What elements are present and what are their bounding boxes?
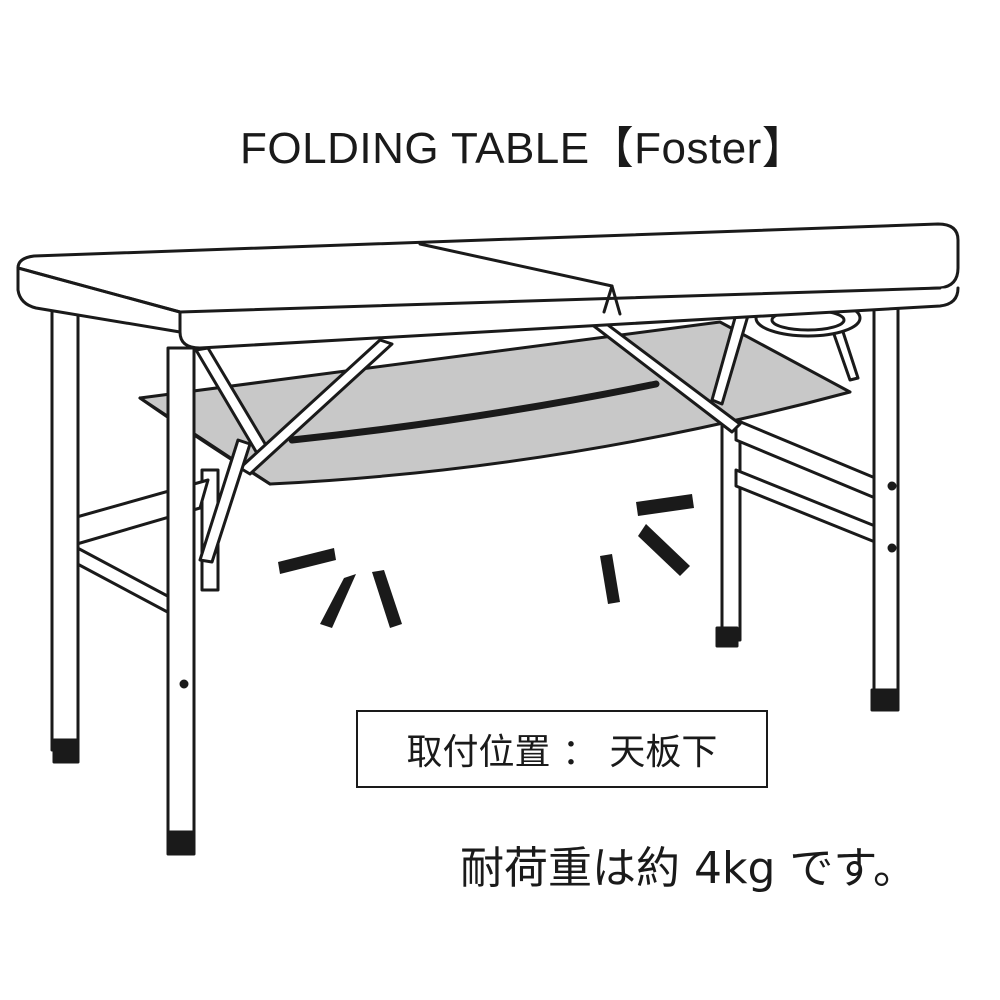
motion-marks (278, 494, 694, 628)
front-middle-leg (166, 346, 196, 856)
front-right-leg (870, 290, 900, 712)
mount-position-label: 取付位置 ： 天板下 (356, 710, 768, 788)
right-side-brace (734, 418, 882, 546)
tabletop (16, 222, 960, 350)
cross-braces (194, 296, 860, 564)
mesh-storage-net (138, 320, 852, 486)
front-left-leg (50, 298, 80, 764)
load-capacity-note: 耐荷重は約 4kg です。 (460, 843, 917, 894)
product-title: FOLDING TABLE【Foster】 (240, 124, 807, 173)
